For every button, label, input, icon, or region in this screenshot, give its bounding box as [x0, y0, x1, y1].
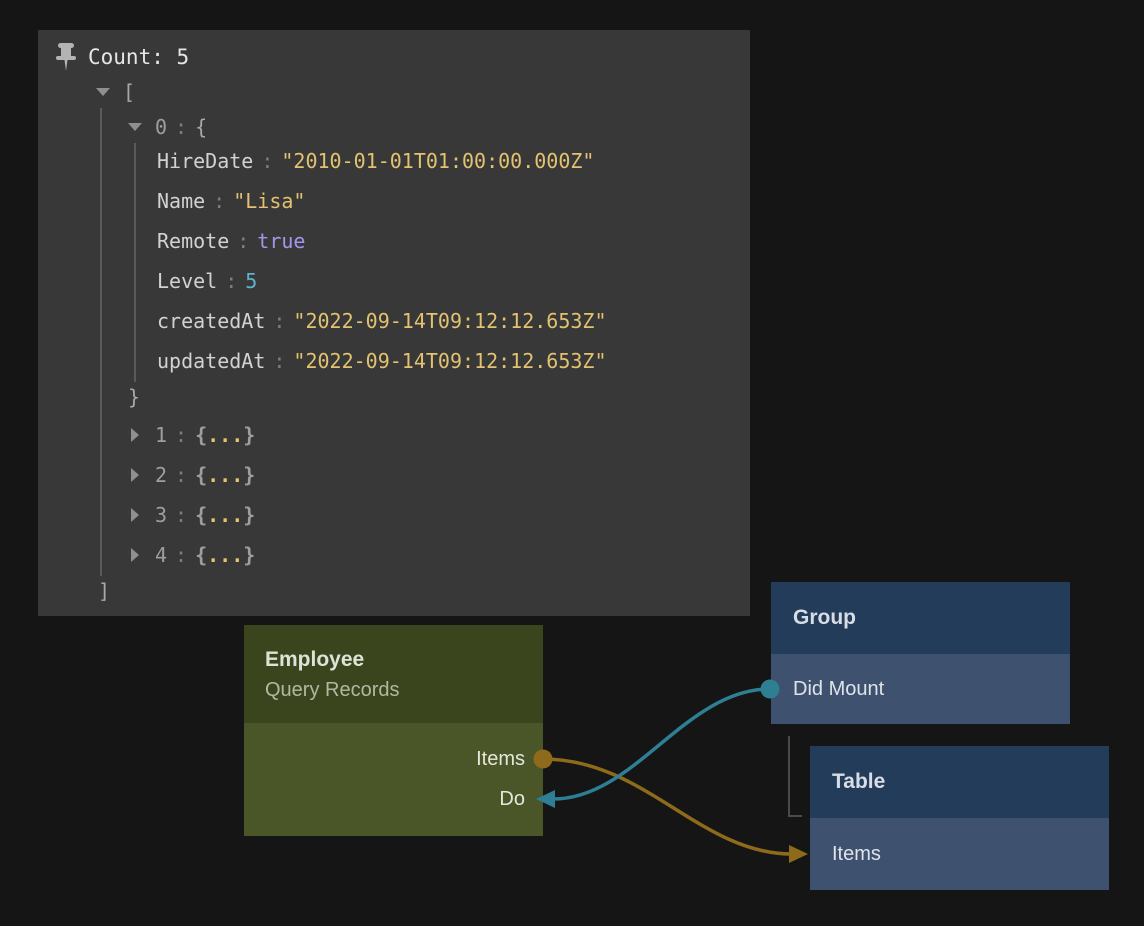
hierarchy-line [788, 736, 802, 817]
array-close-bracket: ] [98, 579, 111, 603]
node-employee-header[interactable]: Employee Query Records [244, 625, 543, 723]
data-inspector-panel: Count: 5 [ 0 : { HireDate : "2010-01-01T… [38, 30, 750, 616]
preview-close-brace: } [243, 543, 256, 567]
preview-open-brace: { [195, 543, 208, 567]
port-didmount-output[interactable]: Did Mount [793, 676, 884, 702]
prop-value-boolean: true [257, 229, 306, 253]
preview-dots: ... [207, 463, 244, 487]
port-label: Do [499, 788, 525, 810]
tree-row-item-3[interactable]: 3 : { ... } [127, 501, 255, 529]
prop-key: HireDate [157, 149, 254, 173]
preview-close-brace: } [243, 423, 256, 447]
preview-dots: ... [207, 543, 244, 567]
pin-icon[interactable] [53, 42, 79, 72]
node-group-header[interactable]: Group [771, 582, 1070, 654]
caret-down-icon[interactable] [95, 84, 111, 100]
tree-row-item-0[interactable]: 0 : { [127, 113, 207, 141]
tree-row-array: [ [95, 78, 135, 106]
colon: : [273, 349, 286, 373]
colon: : [237, 229, 250, 253]
tree-prop-level: Level : 5 [157, 267, 257, 295]
tree-prop-hiredate: HireDate : "2010-01-01T01:00:00.000Z" [157, 147, 594, 175]
colon: : [175, 423, 188, 447]
node-title: Group [793, 606, 856, 629]
node-group[interactable]: Group Did Mount [771, 582, 1070, 724]
colon: : [175, 543, 188, 567]
prop-key: Name [157, 189, 206, 213]
node-title: Employee [265, 648, 365, 671]
port-label: Items [476, 748, 525, 770]
colon: : [175, 503, 188, 527]
node-employee-body: Items Do [244, 723, 543, 836]
connection-arrowhead [789, 845, 808, 863]
preview-open-brace: { [195, 463, 208, 487]
prop-value-string: "2022-09-14T09:12:12.653Z" [293, 309, 607, 333]
connection-didmount-to-do[interactable] [551, 687, 772, 801]
node-employee[interactable]: Employee Query Records Items Do [244, 625, 543, 836]
node-table-header[interactable]: Table [810, 746, 1109, 818]
prop-key: Remote [157, 229, 230, 253]
preview-open-brace: { [195, 503, 208, 527]
caret-right-icon[interactable] [127, 467, 143, 483]
tree-row-item-1[interactable]: 1 : { ... } [127, 421, 255, 449]
prop-value-string: "2022-09-14T09:12:12.653Z" [293, 349, 607, 373]
tree-prop-name: Name : "Lisa" [157, 187, 305, 215]
tree-prop-createdat: createdAt : "2022-09-14T09:12:12.653Z" [157, 307, 607, 335]
item-index: 0 [155, 115, 168, 139]
colon: : [273, 309, 286, 333]
item-index: 4 [155, 543, 168, 567]
tree-indent-guide [134, 143, 136, 382]
port-label: Items [832, 843, 881, 865]
object-close-brace: } [128, 385, 141, 409]
prop-key: Level [157, 269, 218, 293]
prop-value-string: "2010-01-01T01:00:00.000Z" [281, 149, 595, 173]
colon: : [225, 269, 238, 293]
port-label: Did Mount [793, 678, 885, 700]
tree-row-close-brace: } [128, 383, 140, 411]
colon: : [175, 463, 188, 487]
tree-row-array-close: ] [98, 577, 110, 605]
tree-prop-updatedat: updatedAt : "2022-09-14T09:12:12.653Z" [157, 347, 607, 375]
prop-value-string: "Lisa" [233, 189, 306, 213]
node-subtitle: Query Records [265, 679, 400, 701]
caret-down-icon[interactable] [127, 119, 143, 135]
tree-indent-guide [100, 108, 102, 576]
node-group-body: Did Mount [771, 654, 1070, 724]
connection-items-to-table[interactable] [541, 757, 794, 856]
node-table-body: Items [810, 818, 1109, 890]
prop-key: createdAt [157, 309, 266, 333]
preview-dots: ... [207, 503, 244, 527]
preview-open-brace: { [195, 423, 208, 447]
prop-key: updatedAt [157, 349, 266, 373]
node-title: Table [832, 770, 886, 793]
prop-value-number: 5 [245, 269, 258, 293]
caret-right-icon[interactable] [127, 507, 143, 523]
caret-right-icon[interactable] [127, 547, 143, 563]
colon: : [175, 115, 188, 139]
port-items-output[interactable]: Items [476, 746, 525, 772]
panel-title: Count: 5 [88, 45, 190, 69]
port-items-input[interactable]: Items [832, 841, 881, 867]
port-do-input[interactable]: Do [499, 786, 525, 812]
array-open-bracket: [ [123, 80, 136, 104]
tree-row-item-2[interactable]: 2 : { ... } [127, 461, 255, 489]
node-table[interactable]: Table Items [810, 746, 1109, 890]
colon: : [261, 149, 274, 173]
preview-close-brace: } [243, 463, 256, 487]
item-index: 3 [155, 503, 168, 527]
colon: : [213, 189, 226, 213]
tree-row-item-4[interactable]: 4 : { ... } [127, 541, 255, 569]
item-index: 1 [155, 423, 168, 447]
caret-right-icon[interactable] [127, 427, 143, 443]
object-open-brace: { [195, 115, 208, 139]
item-index: 2 [155, 463, 168, 487]
tree-prop-remote: Remote : true [157, 227, 305, 255]
preview-close-brace: } [243, 503, 256, 527]
preview-dots: ... [207, 423, 244, 447]
